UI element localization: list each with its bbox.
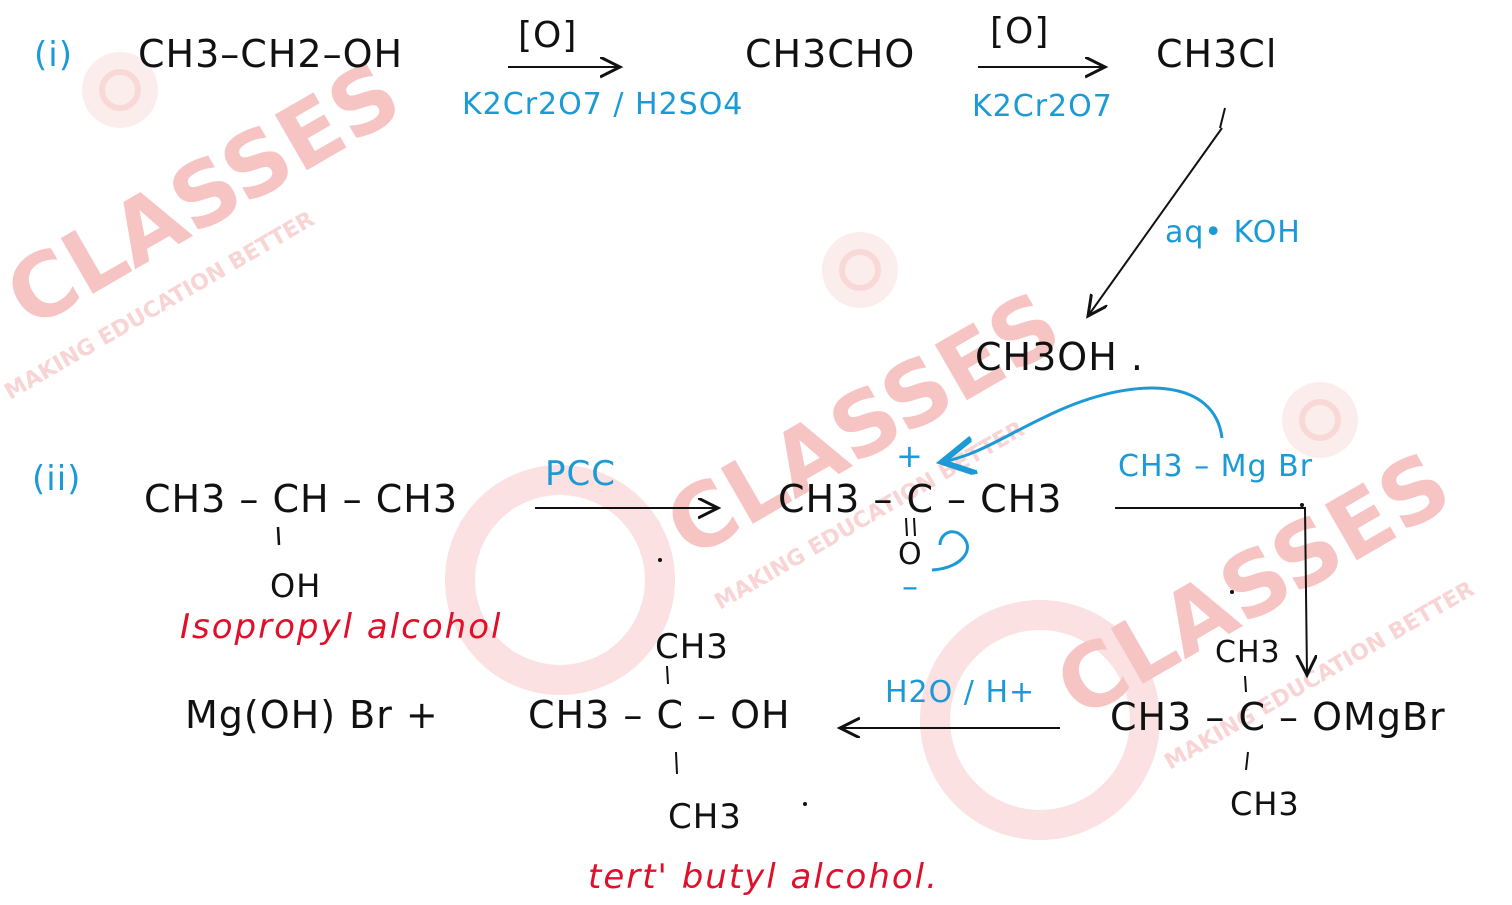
part1-reagent3: aq• KOH bbox=[1165, 215, 1301, 250]
part2-label: (ii) bbox=[32, 459, 82, 499]
part1-reagent1-bottom: K2Cr2O7 / H2SO4 bbox=[462, 87, 744, 122]
part2-adduct-main: CH3 – C – OMgBr bbox=[1110, 695, 1446, 739]
curved-arrow-nucleophile bbox=[942, 386, 1224, 462]
dot-mark-4 bbox=[1300, 503, 1304, 507]
part2-alcohol-name: tert' butyl alcohol. bbox=[588, 857, 939, 897]
bond-isopropyl-oh bbox=[276, 526, 281, 546]
part1-label: (i) bbox=[34, 35, 73, 75]
part2-reactant-name: Isopropyl alcohol bbox=[180, 607, 503, 647]
part2-charge-minus: – bbox=[902, 567, 919, 605]
part2-alcohol-bottom: CH3 bbox=[668, 797, 742, 837]
part2-reactant-oh: OH bbox=[270, 567, 322, 605]
part2-adduct-bottom: CH3 bbox=[1230, 785, 1300, 823]
part1-product: CH3Cl bbox=[1156, 32, 1278, 76]
part1-reagent2-bottom: K2Cr2O7 bbox=[972, 89, 1113, 124]
watermark-logo-left bbox=[82, 52, 158, 128]
dot-mark-3 bbox=[803, 802, 807, 806]
bond-stub bbox=[1219, 107, 1226, 129]
part2-alcohol-top: CH3 bbox=[655, 627, 729, 667]
curved-arrow-carbonyl bbox=[931, 530, 969, 572]
part2-adduct-top: CH3 bbox=[1215, 635, 1281, 670]
part2-hydrolysis-reagent: H2O / H+ bbox=[885, 675, 1036, 710]
watermark-logo-right bbox=[1282, 382, 1358, 458]
arrow-grignard-addition bbox=[1115, 507, 1307, 675]
dot-mark-2 bbox=[1230, 590, 1234, 594]
part1-intermediate: CH3CHO bbox=[745, 32, 916, 76]
watermark-q-right bbox=[920, 600, 1160, 840]
part1-reactant: CH3–CH2–OH bbox=[138, 32, 404, 76]
bond-adduct-down bbox=[1245, 751, 1249, 771]
bond-alcohol-up bbox=[666, 665, 669, 685]
part2-ketone-oxygen: O bbox=[898, 537, 923, 572]
part2-grignard-reagent: CH3 – Mg Br bbox=[1118, 449, 1314, 484]
part2-reagent-pcc: PCC bbox=[545, 454, 616, 494]
part2-ketone-main: CH3 – C – CH3 bbox=[778, 477, 1063, 521]
watermark-q-left bbox=[445, 465, 675, 695]
part2-byproduct: Mg(OH) Br + bbox=[185, 693, 439, 737]
bond-alcohol-down bbox=[675, 751, 678, 775]
part1-final-product: CH3OH . bbox=[975, 335, 1144, 379]
watermark-logo-middle bbox=[822, 232, 898, 308]
bond-adduct-up bbox=[1244, 675, 1247, 693]
part1-reagent1-top: [O] bbox=[518, 15, 578, 56]
part2-reactant-main: CH3 – CH – CH3 bbox=[144, 477, 458, 521]
part1-reagent2-top: [O] bbox=[990, 11, 1050, 52]
bond-carbonyl-a bbox=[905, 517, 908, 537]
part2-charge-plus: + bbox=[896, 437, 924, 475]
part2-alcohol-main: CH3 – C – OH bbox=[528, 693, 791, 737]
arrow-diagonal-koh bbox=[1088, 127, 1223, 316]
bond-carbonyl-b bbox=[913, 517, 916, 537]
dot-mark-1 bbox=[658, 558, 662, 562]
